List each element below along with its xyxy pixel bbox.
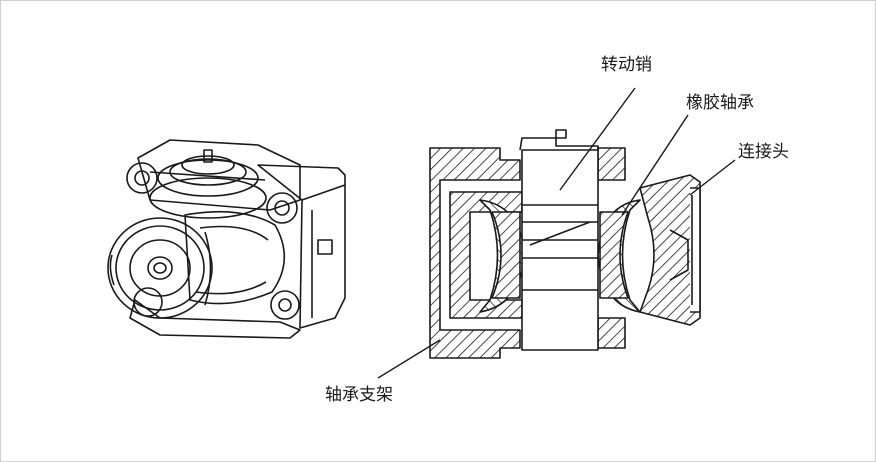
label-pivot-pin: 转动销 [601, 55, 652, 75]
connector-head-section [639, 174, 701, 326]
assembly-isometric-view [107, 139, 346, 339]
front-connector-bore [147, 256, 173, 280]
top-pin-head [203, 149, 213, 163]
label-connector: 连接头 [738, 142, 789, 162]
leader-pivot-pin [559, 87, 636, 191]
corner-boss-top-right [266, 192, 298, 224]
label-bearing-bracket: 轴承支架 [325, 385, 393, 405]
leader-bearing-bracket [377, 339, 441, 379]
rubber-bearing-body [184, 210, 286, 305]
front-connector-flange [107, 217, 213, 319]
leader-connector [689, 159, 736, 196]
corner-boss-top-left [126, 162, 158, 194]
label-rubber-bearing: 橡胶轴承 [686, 93, 754, 113]
housing-right-plate [257, 164, 346, 329]
housing-screw [317, 239, 333, 255]
bracket-section [429, 147, 521, 359]
pivot-pin-section [521, 149, 599, 351]
housing-bottom-plate [129, 299, 301, 339]
top-pin-disc [157, 159, 259, 197]
pin-top-nut [555, 129, 567, 139]
assembly-cross-section [429, 129, 701, 359]
corner-boss-bottom-right [270, 290, 300, 320]
leader-lines [377, 87, 736, 379]
housing-top-plate [137, 139, 301, 211]
leader-rubber-bearing [621, 114, 689, 216]
